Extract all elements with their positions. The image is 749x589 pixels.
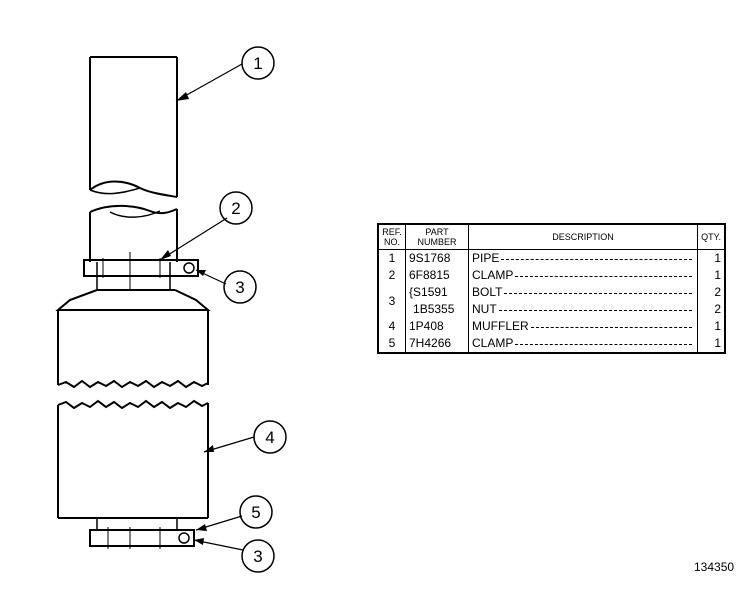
callout-4: 4 (265, 428, 274, 447)
desc-text: PIPE (472, 251, 500, 265)
callout-3-bottom: 3 (253, 547, 262, 566)
table-row: 2 6F8815 CLAMP 1 (377, 267, 726, 284)
cell-ref: 5 (377, 335, 406, 353)
clamp-top-drawing (83, 258, 199, 278)
callout-3-top: 3 (235, 278, 244, 297)
muffler-lower-drawing (57, 399, 209, 530)
table-row: 4 1P408 MUFFLER 1 (377, 318, 726, 335)
header-part-number: PART NUMBER (405, 223, 469, 250)
leader-dots (504, 293, 692, 294)
part-number-text: 1B5355 (413, 302, 455, 316)
cell-qty: 2 (697, 301, 726, 318)
cell-qty: 1 (697, 335, 726, 353)
cell-ref: 4 (377, 318, 406, 335)
cell-desc: MUFFLER (468, 318, 698, 335)
desc-text: BOLT (472, 285, 503, 299)
cell-desc: CLAMP (468, 335, 698, 353)
cell-qty: 2 (697, 284, 726, 301)
leader-dots (530, 327, 692, 328)
cell-desc: PIPE (468, 249, 698, 267)
desc-text: NUT (472, 302, 497, 316)
callout-5: 5 (251, 503, 260, 522)
desc-text: CLAMP (472, 336, 514, 350)
cell-desc: CLAMP (468, 267, 698, 284)
header-ref-no: REF. NO. (377, 223, 406, 250)
parts-list-table: REF. NO. PART NUMBER DESCRIPTION QTY. 1 … (377, 223, 726, 354)
cell-ref: 2 (377, 267, 406, 284)
table-row: 5 7H4266 CLAMP 1 (377, 335, 726, 353)
desc-text: MUFFLER (472, 319, 529, 333)
header-part-line1: PART (425, 227, 449, 237)
callout-circles (219, 46, 287, 573)
pipe-drawing (89, 56, 178, 198)
table-header-row: REF. NO. PART NUMBER DESCRIPTION QTY. (377, 223, 726, 250)
table-row: 3 {S1591 BOLT 2 (377, 284, 726, 318)
cell-part: 9S1768 (405, 249, 469, 267)
cell-qty: 1 (697, 249, 726, 267)
cell-part: {S1591 (405, 284, 469, 301)
header-qty: QTY. (697, 223, 726, 250)
cell-part: 7H4266 (405, 335, 469, 353)
callout-2: 2 (231, 199, 240, 218)
callout-1: 1 (253, 54, 262, 73)
desc-text: CLAMP (472, 268, 514, 282)
cell-qty: 1 (697, 267, 726, 284)
cell-desc: NUT (468, 301, 698, 318)
cell-desc: BOLT (468, 284, 698, 301)
cell-ref: 1 (377, 249, 406, 267)
leader-dots (515, 344, 692, 345)
brace-icon: { (409, 285, 414, 299)
clamp-bottom-drawing (89, 527, 195, 549)
cell-part: 1P408 (405, 318, 469, 335)
part-number-text: S1591 (413, 285, 448, 299)
leader-dots (515, 276, 692, 277)
header-ref-line1: REF. (382, 227, 402, 237)
header-description: DESCRIPTION (468, 223, 698, 250)
leader-dots (498, 310, 692, 311)
muffler-upper-drawing (55, 289, 211, 389)
cell-ref: 3 (377, 284, 406, 318)
header-part-line2: NUMBER (417, 237, 457, 247)
cell-part: {1B5355 (405, 301, 469, 318)
table-row: 1 9S1768 PIPE 1 (377, 249, 726, 267)
table-row: {1B5355 NUT 2 (378, 301, 726, 318)
cell-part: 6F8815 (405, 267, 469, 284)
arrowheads (160, 92, 214, 545)
cell-qty: 1 (697, 318, 726, 335)
header-ref-line2: NO. (383, 237, 400, 247)
figure-number: 134350 (694, 560, 735, 574)
leader-dots (501, 259, 692, 260)
